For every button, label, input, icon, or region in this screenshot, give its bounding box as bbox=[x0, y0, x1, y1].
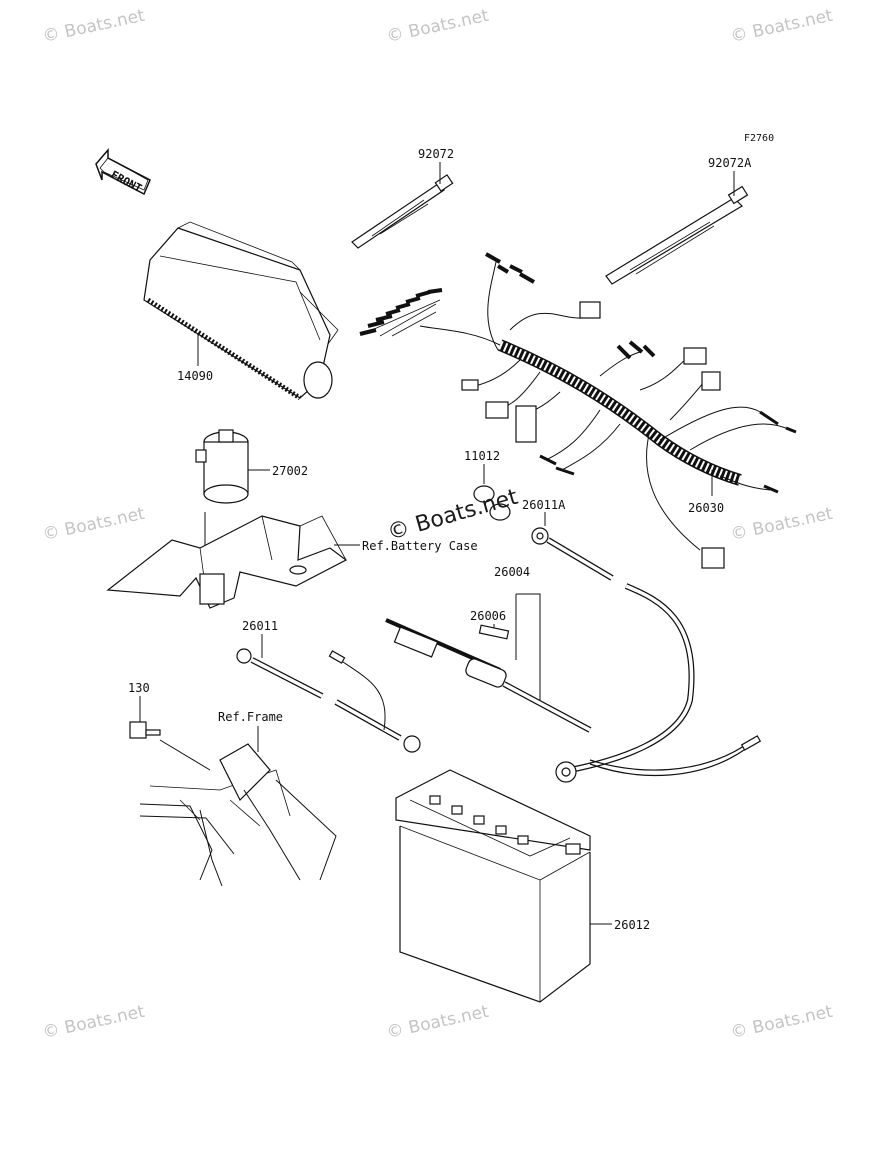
watermark: © Boats.net bbox=[41, 504, 147, 545]
ref-frame-label: Ref.Frame bbox=[218, 710, 283, 724]
part-label-26030: 26030 bbox=[688, 501, 724, 515]
ref-battery-case-label: Ref.Battery Case bbox=[362, 539, 478, 553]
part-label-27002: 27002 bbox=[272, 464, 308, 478]
watermark: © Boats.net bbox=[385, 1002, 491, 1043]
part-label-130: 130 bbox=[128, 681, 150, 695]
cable-tie-92072 bbox=[351, 174, 454, 249]
part-label-26004: 26004 bbox=[494, 565, 530, 579]
frame bbox=[139, 743, 337, 887]
battery-case-bracket bbox=[106, 515, 348, 609]
part-label-26011a: 26011A bbox=[522, 498, 566, 512]
part-label-14090: 14090 bbox=[177, 369, 213, 383]
part-label-26006: 26006 bbox=[470, 609, 506, 623]
cap-11012 bbox=[473, 485, 511, 521]
fuse-holder-26004 bbox=[385, 618, 592, 733]
wire-harness-26030 bbox=[359, 252, 797, 569]
bolt-130 bbox=[129, 721, 161, 739]
cable-26011a bbox=[531, 527, 762, 783]
part-label-26012: 26012 bbox=[614, 918, 650, 932]
watermark: © Boats.net bbox=[385, 6, 491, 47]
part-label-92072: 92072 bbox=[418, 147, 454, 161]
battery-26012 bbox=[395, 769, 591, 1003]
cable-tie-92072a bbox=[605, 185, 749, 285]
part-label-11012: 11012 bbox=[464, 449, 500, 463]
watermark: © Boats.net bbox=[729, 6, 835, 47]
fuse-26006 bbox=[478, 624, 510, 640]
part-label-92072a: 92072A bbox=[708, 156, 752, 170]
figure-code: F2760 bbox=[744, 133, 774, 144]
watermark: © Boats.net bbox=[41, 6, 147, 47]
relay-27002 bbox=[195, 429, 249, 504]
watermark: © Boats.net bbox=[729, 1002, 835, 1043]
watermark: © Boats.net bbox=[729, 504, 835, 545]
part-label-26011: 26011 bbox=[242, 619, 278, 633]
cable-26011 bbox=[236, 648, 421, 753]
watermark: © Boats.net bbox=[41, 1002, 147, 1043]
front-arrow-icon: FRONT bbox=[95, 147, 151, 195]
cover-14090 bbox=[143, 221, 339, 401]
